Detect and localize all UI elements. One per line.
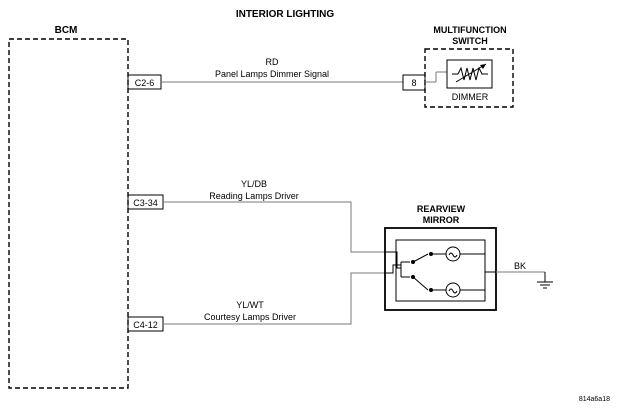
- multifunction-switch-outline: [424, 48, 514, 108]
- wire-ground-color: BK: [514, 261, 526, 271]
- bcm-module-outline: [8, 38, 129, 389]
- dimmer-label: DIMMER: [452, 92, 489, 102]
- lower-switch-blade-icon: [412, 276, 429, 291]
- rearview-mirror-title-2: MIRROR: [423, 215, 460, 225]
- bcm-label: BCM: [55, 25, 78, 36]
- mirror-circuit-frame: [395, 239, 486, 302]
- wire-panel-name: Panel Lamps Dimmer Signal: [215, 69, 329, 79]
- multifunction-switch-title-1: MULTIFUNCTION: [433, 25, 506, 35]
- wire-reading-color: YL/DB: [241, 179, 267, 189]
- lower-lamp-filament-icon: [448, 288, 458, 294]
- wire-courtesy-lamps: [163, 272, 385, 325]
- dimmer-wiper-arrow-icon: [455, 63, 487, 83]
- mirror-input-reading: [385, 251, 401, 269]
- figure-id: 814a6a18: [579, 396, 610, 403]
- dimmer-box: [446, 59, 493, 89]
- dimmer-arrowhead-icon: [480, 64, 486, 69]
- wire-reading-name: Reading Lamps Driver: [209, 191, 299, 201]
- wire-courtesy-name: Courtesy Lamps Driver: [204, 312, 296, 322]
- upper-lamp-filament-icon: [448, 252, 458, 258]
- wire-panel-color: RD: [266, 57, 279, 67]
- wire-reading-lamps: [163, 201, 385, 253]
- diagram-title: INTERIOR LIGHTING: [236, 9, 335, 20]
- bcm-pin-c4-12: C4-12: [133, 320, 158, 330]
- upper-switch-blade-icon: [412, 253, 429, 263]
- mirror-input-courtesy: [385, 264, 401, 274]
- wire-courtesy-color: YL/WT: [236, 300, 264, 310]
- rearview-mirror-housing: [384, 227, 497, 311]
- bcm-pin-c3-34: C3-34: [133, 198, 158, 208]
- rearview-mirror-title-1: REARVIEW: [417, 204, 466, 214]
- multifunction-switch-title-2: SWITCH: [452, 36, 488, 46]
- bcm-pin-c2-6: C2-6: [135, 78, 155, 88]
- switch-pin-8: 8: [411, 78, 416, 88]
- dimmer-resistor-icon: [452, 66, 488, 81]
